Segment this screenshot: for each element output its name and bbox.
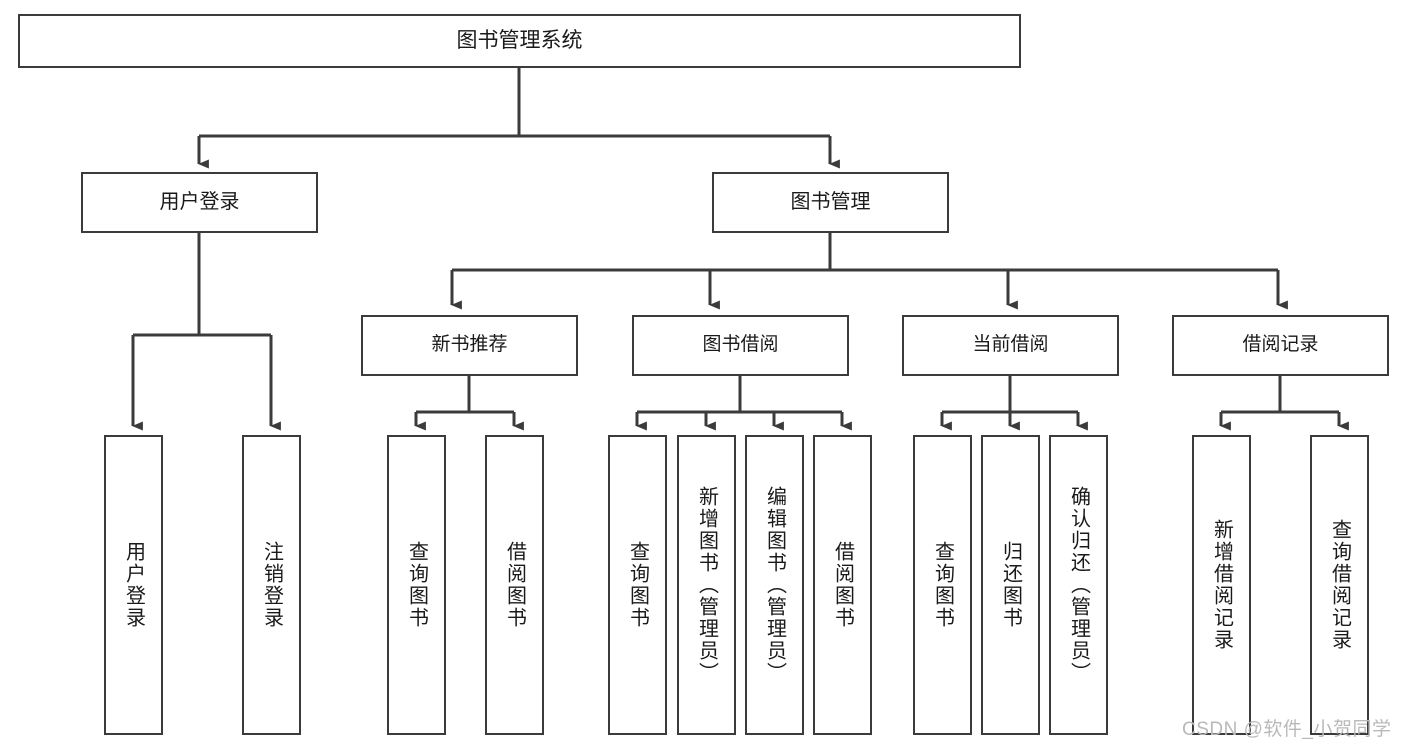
leaf-label: 新增借阅记录 (1210, 519, 1233, 651)
leaf-new-book-borrow-book[interactable]: 借阅图书 (485, 435, 544, 735)
leaf-borrow-record-add-record[interactable]: 新增借阅记录 (1192, 435, 1251, 735)
leaf-label: 新增图书（管理员） (695, 486, 718, 684)
leaf-book-borrow-borrow-book[interactable]: 借阅图书 (813, 435, 872, 735)
leaf-user-login-login[interactable]: 用户登录 (104, 435, 163, 735)
leaf-current-borrow-confirm-return[interactable]: 确认归还（管理员） (1049, 435, 1108, 735)
leaf-current-borrow-return-book[interactable]: 归还图书 (981, 435, 1040, 735)
node-book-management-label: 图书管理 (790, 190, 871, 213)
leaf-label: 归还图书 (999, 541, 1022, 629)
node-root[interactable]: 图书管理系统 (18, 14, 1021, 68)
leaf-book-borrow-edit-book[interactable]: 编辑图书（管理员） (745, 435, 804, 735)
leaf-label: 查询借阅记录 (1328, 519, 1351, 651)
node-new-book-recommend-label: 新书推荐 (431, 334, 508, 356)
leaf-label: 查询图书 (626, 541, 649, 629)
leaf-new-book-query-book[interactable]: 查询图书 (387, 435, 446, 735)
leaf-user-login-logout[interactable]: 注销登录 (242, 435, 301, 735)
leaf-label: 注销登录 (260, 541, 283, 629)
node-current-borrow[interactable]: 当前借阅 (902, 315, 1119, 376)
leaf-borrow-record-query-record[interactable]: 查询借阅记录 (1310, 435, 1369, 735)
leaf-label: 查询图书 (931, 541, 954, 629)
leaf-label: 查询图书 (405, 541, 428, 629)
leaf-label: 用户登录 (122, 541, 145, 629)
node-book-borrow-label: 图书借阅 (702, 334, 779, 356)
node-borrow-record[interactable]: 借阅记录 (1172, 315, 1389, 376)
node-current-borrow-label: 当前借阅 (972, 334, 1049, 356)
node-user-login[interactable]: 用户登录 (81, 172, 318, 233)
leaf-label: 借阅图书 (503, 541, 526, 629)
leaf-label: 借阅图书 (831, 541, 854, 629)
node-book-management[interactable]: 图书管理 (712, 172, 949, 233)
leaf-current-borrow-query-book[interactable]: 查询图书 (913, 435, 972, 735)
leaf-book-borrow-query-book[interactable]: 查询图书 (608, 435, 667, 735)
node-new-book-recommend[interactable]: 新书推荐 (361, 315, 578, 376)
node-user-login-label: 用户登录 (159, 190, 240, 213)
leaf-label: 编辑图书（管理员） (763, 486, 786, 684)
leaf-label: 确认归还（管理员） (1067, 486, 1090, 684)
node-book-borrow[interactable]: 图书借阅 (632, 315, 849, 376)
csdn-watermark: CSDN @软件_小贺同学 (1182, 719, 1392, 740)
node-borrow-record-label: 借阅记录 (1242, 334, 1319, 356)
leaf-book-borrow-add-book[interactable]: 新增图书（管理员） (677, 435, 736, 735)
node-root-label: 图书管理系统 (456, 28, 583, 52)
